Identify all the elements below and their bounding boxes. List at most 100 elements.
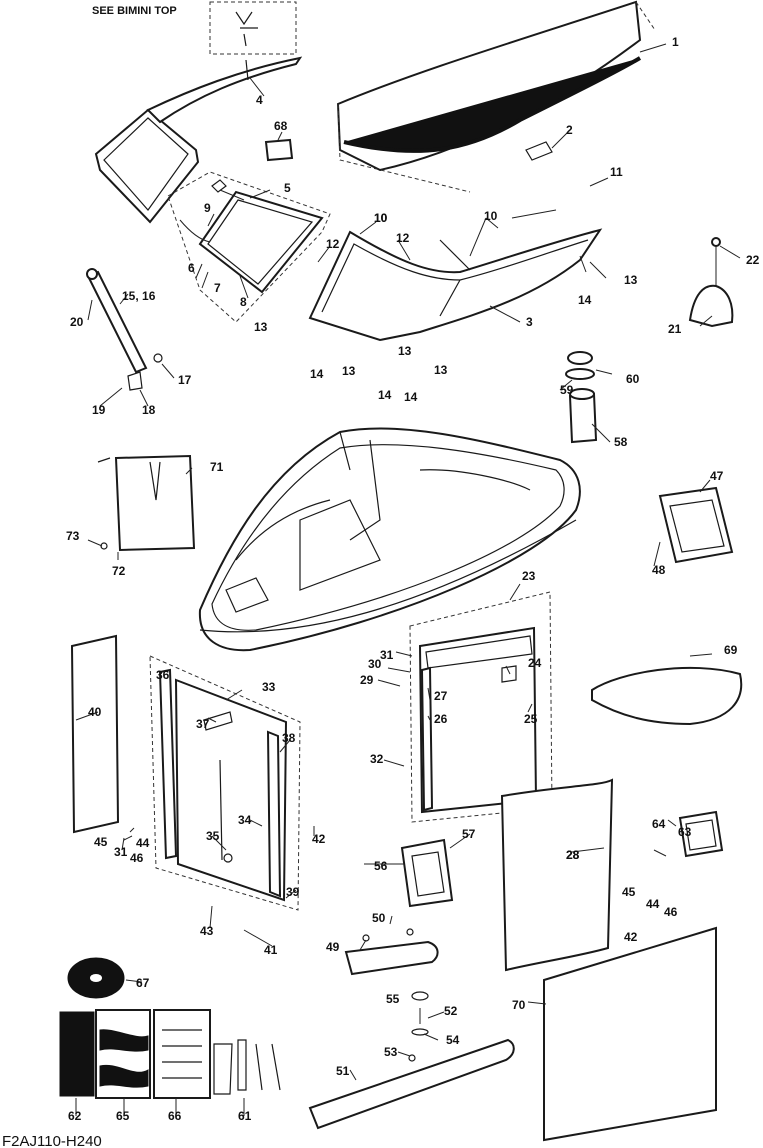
callout-8: 8 [240, 295, 247, 309]
callout-30: 30 [368, 657, 382, 671]
part-40-panel [70, 634, 120, 834]
callout-43: 43 [200, 924, 214, 938]
callout-59: 59 [560, 383, 574, 397]
callout-13: 13 [342, 364, 356, 378]
part-69-cushion [591, 666, 743, 726]
callout-33: 33 [262, 680, 276, 694]
part-3-windshield-glass [308, 228, 603, 342]
boat-hull [198, 427, 581, 652]
callout-22: 22 [746, 253, 760, 267]
callout-12: 12 [396, 231, 410, 245]
callout-18: 18 [142, 403, 156, 417]
callout-19: 19 [92, 403, 106, 417]
callout-14: 14 [378, 388, 392, 402]
callout-37: 37 [196, 717, 210, 731]
callout-52: 52 [444, 1004, 458, 1018]
callout-66: 66 [168, 1109, 182, 1123]
callout-57: 57 [462, 827, 476, 841]
callout-47: 47 [710, 469, 724, 483]
callout-13: 13 [254, 320, 268, 334]
callout-6: 6 [188, 261, 195, 275]
callout-28: 28 [566, 848, 580, 862]
bimini-inset-box [209, 1, 297, 55]
callout-31: 31 [114, 845, 128, 859]
part-67-disc [67, 957, 125, 999]
part-68 [264, 138, 294, 162]
callout-25: 25 [524, 712, 538, 726]
callout-4: 4 [256, 93, 263, 107]
callout-44: 44 [646, 897, 660, 911]
callout-36: 36 [156, 668, 170, 682]
callout-10: 10 [374, 211, 388, 225]
leader-lines [75, 43, 741, 1116]
callout-10: 10 [374, 211, 388, 225]
callout-72: 72 [112, 564, 126, 578]
callout-46: 46 [130, 851, 144, 865]
callout-73: 73 [66, 529, 80, 543]
part-70-board [543, 926, 717, 1142]
callout-50: 50 [372, 911, 386, 925]
part-58-60-cup-holder [565, 351, 598, 444]
callout-29: 29 [360, 673, 374, 687]
callout-31: 31 [380, 648, 394, 662]
callout-45: 45 [94, 835, 108, 849]
callout-45: 45 [622, 885, 636, 899]
callout-64: 64 [652, 817, 666, 831]
callout-32: 32 [370, 752, 384, 766]
callout-62: 62 [68, 1109, 82, 1123]
callout-20: 20 [70, 315, 84, 329]
callout-17: 17 [178, 373, 192, 387]
callout-1: 1 [672, 35, 679, 49]
callout-34: 34 [238, 813, 252, 827]
callout-70: 70 [512, 998, 526, 1012]
callout-42: 42 [312, 832, 326, 846]
part-28-cover [500, 778, 614, 972]
callout-60: 60 [626, 372, 640, 386]
callout-11: 11 [610, 165, 623, 179]
part-33-hatch-assembly [149, 655, 301, 911]
callout-42: 42 [624, 930, 638, 944]
callout-68: 68 [274, 119, 288, 133]
callout-38: 38 [282, 731, 296, 745]
callout-55: 55 [386, 992, 400, 1006]
callout-58: 58 [614, 435, 628, 449]
bimini-top-reference: SEE BIMINI TOP [92, 1, 297, 55]
bimini-hardware-icon [235, 11, 258, 47]
callout-26: 26 [434, 712, 448, 726]
callout-27: 27 [434, 689, 448, 703]
callout-69: 69 [724, 643, 738, 657]
callout-61: 61 [238, 1109, 252, 1123]
callout-10: 10 [484, 209, 498, 223]
callout-35: 35 [206, 829, 220, 843]
callout-28: 28 [566, 848, 580, 862]
callout-13: 13 [398, 344, 412, 358]
callout-49: 49 [326, 940, 340, 954]
callout-41: 41 [264, 943, 278, 957]
callout-21: 21 [668, 322, 682, 336]
callout-14: 14 [404, 390, 418, 404]
header-note: SEE BIMINI TOP [92, 5, 177, 17]
part-15-16-strut [86, 268, 163, 391]
callout-56: 56 [374, 859, 388, 873]
callout-46: 46 [664, 905, 678, 919]
part-4-windshield-frame [94, 56, 303, 224]
callout-5: 5 [284, 181, 291, 195]
part-1-deck-cover [336, 0, 656, 193]
callout-12: 12 [326, 237, 340, 251]
part-63-block [678, 810, 724, 858]
part-56-bracket [400, 838, 454, 908]
callout-23: 23 [522, 569, 536, 583]
callout-2: 2 [566, 123, 573, 137]
part-52-55-fasteners [408, 991, 429, 1062]
callout-65: 65 [116, 1109, 130, 1123]
drawing-code: F2AJ110-H240 [2, 1133, 102, 1148]
part-21-cleat [688, 237, 734, 328]
part-23-door-assembly [409, 591, 553, 823]
callout-54: 54 [446, 1033, 460, 1047]
callout-24: 24 [528, 656, 542, 670]
callout-44: 44 [136, 836, 150, 850]
callout-14: 14 [578, 293, 592, 307]
callout-67: 67 [136, 976, 150, 990]
